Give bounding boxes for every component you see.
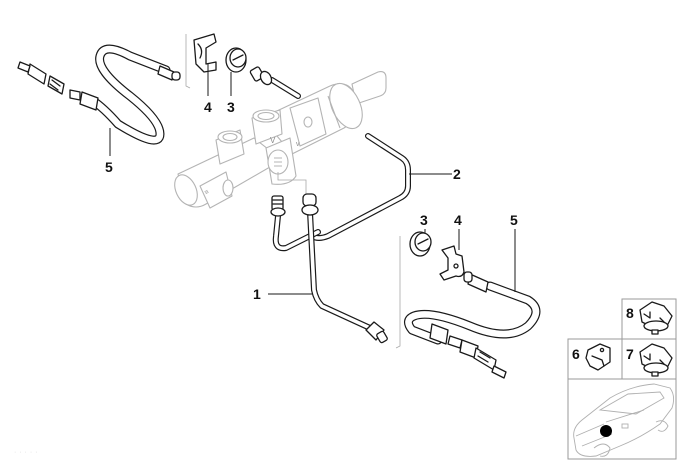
callout-5-left[interactable]: 5	[105, 159, 113, 175]
svg-text:≡: ≡	[204, 189, 211, 197]
brake-pipe-2[interactable]	[309, 133, 411, 241]
brake-pipe-1[interactable]	[270, 193, 388, 344]
svg-text:V: V	[270, 136, 276, 145]
clip-8[interactable]	[639, 301, 673, 335]
callout-8[interactable]: 8	[626, 305, 634, 321]
brake-hose-left[interactable]	[17, 44, 181, 145]
callout-1[interactable]: 1	[253, 286, 261, 302]
svg-text:v: v	[296, 141, 300, 148]
callout-4-left[interactable]: 4	[204, 99, 212, 115]
callout-4-right[interactable]: 4	[454, 212, 462, 228]
brake-hose-right[interactable]	[404, 271, 541, 379]
clip-7[interactable]	[639, 343, 673, 377]
callout-2[interactable]: 2	[453, 166, 461, 182]
watermark: · · · · ·	[14, 449, 38, 456]
callout-7[interactable]: 7	[626, 346, 634, 362]
callout-3-right[interactable]: 3	[420, 212, 428, 228]
bracket-left[interactable]	[193, 33, 217, 73]
callout-6[interactable]: 6	[572, 346, 580, 362]
locator-marker	[600, 425, 612, 437]
callout-5-right[interactable]: 5	[510, 212, 518, 228]
grommet-left[interactable]	[225, 47, 247, 73]
master-cylinder: ≡ V v	[174, 71, 387, 209]
brake-pipe-upper	[249, 66, 301, 99]
bracket-right[interactable]	[439, 245, 465, 281]
leader-lines	[109, 64, 516, 295]
clip-6[interactable]	[585, 343, 611, 371]
callout-3-left[interactable]: 3	[227, 99, 235, 115]
grommet-right[interactable]	[409, 231, 432, 257]
vehicle-locator	[573, 383, 675, 457]
